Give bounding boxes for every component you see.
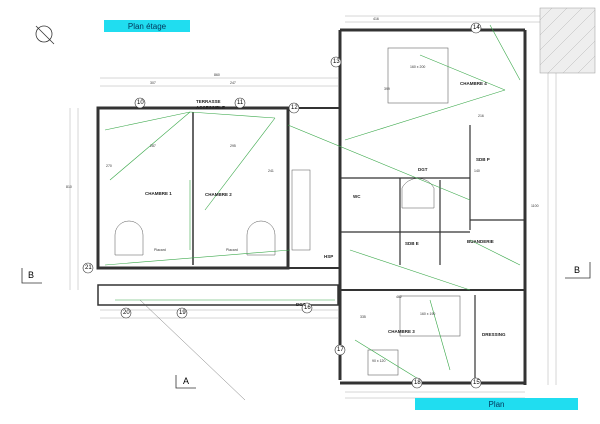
room-label-chambre-2: CHAMBRE 2 xyxy=(205,192,232,197)
bed-dimension: 160 x 190 xyxy=(420,312,436,316)
electrical-network xyxy=(104,24,521,381)
plan-etage-banner: Plan étage xyxy=(104,20,190,32)
room-label-buanderie: BUANDERIE xyxy=(467,239,494,244)
section-label-b-right: B xyxy=(574,265,581,275)
marker-18: 18 xyxy=(414,380,421,386)
dimension-335: 335 xyxy=(360,315,366,319)
room-label-wc: WC xyxy=(353,194,361,199)
room-label-dgt-2: DGT xyxy=(296,302,306,307)
marker-19: 19 xyxy=(179,310,186,316)
marker-14: 14 xyxy=(473,25,480,31)
room-label-terrasse: TERRASSE xyxy=(196,99,221,104)
dimension-287: 287 xyxy=(150,144,156,148)
marker-21: 21 xyxy=(85,265,92,271)
placard-label: Placard xyxy=(226,248,238,252)
dimension-216: 216 xyxy=(478,114,484,118)
hatched-area xyxy=(539,7,596,74)
marker-12: 12 xyxy=(291,105,298,111)
plan-banner: Plan xyxy=(415,398,578,410)
compass-icon xyxy=(35,25,55,45)
room-label-dressing: DRESSING xyxy=(482,332,506,337)
dimension-307: 307 xyxy=(150,81,156,85)
room-label-dgt: DGT xyxy=(418,167,428,172)
section-marks xyxy=(21,262,591,401)
room-label-chambre-4: CHAMBRE 4 xyxy=(460,81,487,86)
dimension-241: 241 xyxy=(268,169,274,173)
marker-circles xyxy=(82,22,482,389)
bed-dimension: 160 x 200 xyxy=(410,65,426,69)
dimension-lines xyxy=(69,15,557,399)
dimension-1100: 1100 xyxy=(531,204,539,208)
section-label-b-left: B xyxy=(28,270,35,280)
room-label-terrasse-accessible: ACCESSIBLE xyxy=(196,105,226,110)
marker-13: 13 xyxy=(333,59,340,65)
placard-label: Placard xyxy=(154,248,166,252)
dimension-270: 270 xyxy=(106,164,112,168)
room-label-chambre-1: CHAMBRE 1 xyxy=(145,191,172,196)
marker-10: 10 xyxy=(137,100,144,106)
marker-20: 20 xyxy=(123,310,130,316)
marker-15: 15 xyxy=(473,380,480,386)
dimension-416: 416 xyxy=(373,17,379,21)
dimension-399: 399 xyxy=(384,87,390,91)
dimension-247: 247 xyxy=(230,81,236,85)
dimension-462: 462 xyxy=(396,295,402,299)
room-label-sdb-p: SDB P xyxy=(476,157,490,162)
room-label-chambre-3: CHAMBRE 3 xyxy=(388,329,415,334)
staircases xyxy=(114,169,435,256)
dimension-810: 810 xyxy=(66,185,72,189)
dimension-860: 860 xyxy=(214,73,220,77)
section-label-a: A xyxy=(183,376,190,386)
walls xyxy=(96,28,527,385)
marker-16: 16 xyxy=(304,305,311,311)
room-label-hsp: HSP xyxy=(324,254,334,259)
marker-17: 17 xyxy=(337,347,344,353)
beds xyxy=(367,47,461,376)
marker-11: 11 xyxy=(237,100,244,106)
bed-dimension: 90 x 120 xyxy=(372,359,386,363)
dimension-295: 295 xyxy=(230,144,236,148)
dimension-140: 140 xyxy=(474,169,480,173)
room-label-sdb-e: SDB E xyxy=(405,241,419,246)
